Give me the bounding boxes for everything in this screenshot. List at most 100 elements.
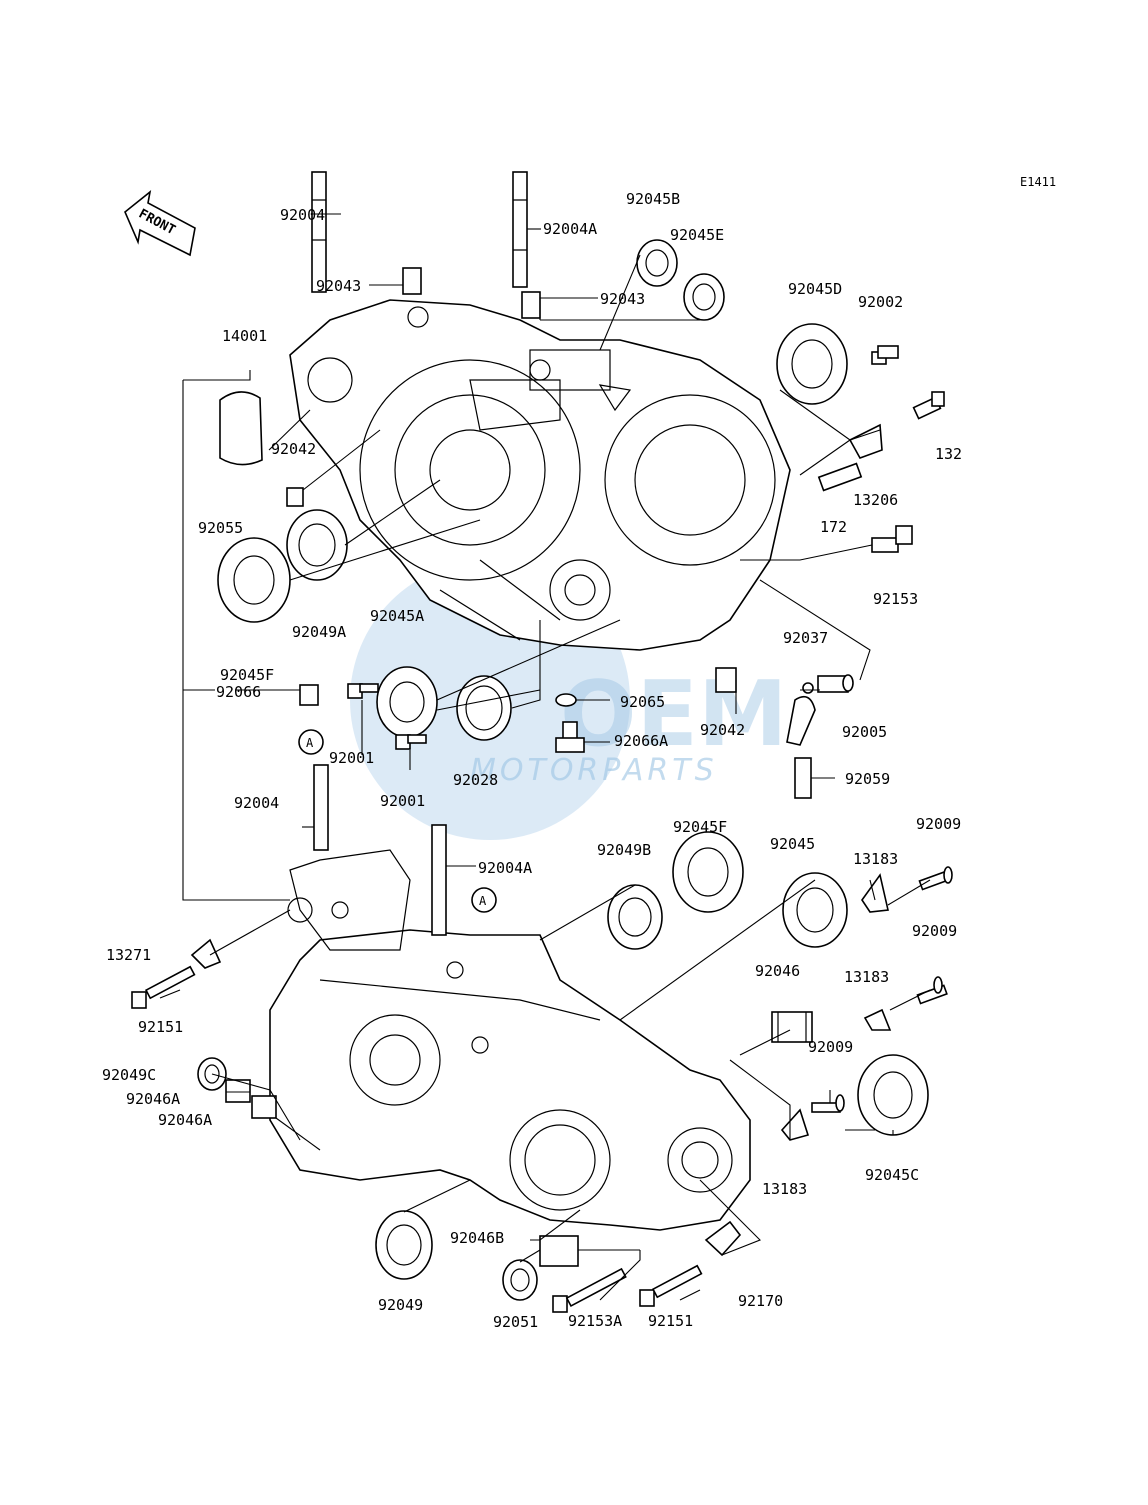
bearing-92045 (782, 872, 848, 948)
svg-text:A: A (479, 894, 487, 908)
part-number-label: 13183 (853, 850, 898, 868)
bearing-92045e (683, 273, 725, 321)
part-number-label: 92049B (597, 841, 651, 859)
fitting-92005 (817, 674, 854, 693)
part-number-label: 92001 (380, 792, 425, 810)
needle-bearing-92046b (539, 1235, 579, 1267)
part-number-label: 92045B (626, 190, 680, 208)
watermark-brand-bottom: MOTORPARTS (470, 753, 718, 788)
stud-172 (817, 462, 863, 492)
part-number-label: 92055 (198, 519, 243, 537)
part-number-label: 13183 (844, 968, 889, 986)
svg-text:A: A (306, 736, 314, 750)
part-number-label: 92042 (700, 721, 745, 739)
part-number-label: 92009 (912, 922, 957, 940)
bolt-132 (912, 391, 945, 420)
part-number-label: 92046 (755, 962, 800, 980)
part-number-label: 92042 (271, 440, 316, 458)
part-number-label: 14001 (222, 327, 267, 345)
hose-92059-upper (786, 695, 816, 746)
bearing-92045a (376, 666, 438, 738)
bolt-92001-upper (347, 683, 379, 699)
diagram-code: E1411 (1020, 175, 1056, 189)
dowel-92066 (299, 684, 319, 706)
plate-13183-mid (863, 1008, 892, 1031)
dowel-92043-left (402, 267, 422, 295)
stud-92004a-lower (431, 824, 447, 936)
part-number-label: 132 (935, 445, 962, 463)
gasket-92055 (219, 391, 263, 466)
plate-13183-top (861, 873, 889, 913)
part-number-label: 92009 (808, 1038, 853, 1056)
part-number-label: 92051 (493, 1313, 538, 1331)
part-number-label: 92001 (329, 749, 374, 767)
part-number-label: 92004 (234, 794, 279, 812)
reference-marker-upper: A (298, 729, 324, 755)
bolt-92151-right (639, 1264, 703, 1307)
part-labels: 92004 92004A 92045B 92045E 92043 92043 92045D 9… (102, 190, 962, 1331)
part-number-label: 92170 (738, 1292, 783, 1310)
part-number-label: 92004A (478, 859, 532, 877)
part-number-label: 92046B (450, 1229, 504, 1247)
clip-92037 (802, 682, 814, 694)
screw-92009-top (918, 866, 953, 891)
upper-crankcase (289, 299, 791, 651)
hose-92059 (794, 757, 812, 799)
bolt-92002 (871, 345, 899, 365)
part-number-label: 92059 (845, 770, 890, 788)
lower-crankcase (269, 849, 751, 1231)
part-number-label: 92009 (916, 815, 961, 833)
part-number-label: 92045F (673, 818, 727, 836)
part-number-label: 92049C (102, 1066, 156, 1084)
stud-92004-lower (313, 764, 329, 851)
reference-marker-lower: A (471, 887, 497, 913)
part-number-label: 92046A (126, 1090, 180, 1108)
part-number-label: 92045E (670, 226, 724, 244)
washer-92065 (555, 693, 577, 707)
needle-bearing-92046 (771, 1011, 813, 1043)
dowel-92043-right (521, 291, 541, 319)
part-number-label: 13271 (106, 946, 151, 964)
seal-92049b (607, 884, 663, 950)
part-number-label: 92045 (770, 835, 815, 853)
bracket-13206 (848, 423, 883, 459)
part-number-label: 92153A (568, 1312, 622, 1330)
bearing-92045f-upper (217, 537, 291, 623)
bolt-92153a (552, 1267, 627, 1313)
part-number-label: 92028 (453, 771, 498, 789)
bolt-92001-lower (395, 734, 427, 750)
front-arrow-icon: FRONT (124, 190, 196, 257)
part-number-label: 13206 (853, 491, 898, 509)
part-number-label: 92151 (138, 1018, 183, 1036)
screw-92009-low (811, 1094, 845, 1113)
part-number-label: 92066 (216, 683, 261, 701)
screw-92009-mid (916, 976, 948, 1005)
part-number-label: 92046A (158, 1111, 212, 1129)
bearing-92045f-lower (672, 831, 744, 913)
part-number-label: 92066A (614, 732, 668, 750)
part-number-label: 172 (820, 518, 847, 536)
part-number-label: 92005 (842, 723, 887, 741)
part-number-label: 92049 (378, 1296, 423, 1314)
bearing-92045b (636, 239, 678, 287)
part-number-label: 92045D (788, 280, 842, 298)
part-number-label: 92045A (370, 607, 424, 625)
seal-92049 (375, 1210, 433, 1280)
part-number-label: 92045F (220, 666, 274, 684)
bolt-92153-upper (871, 525, 913, 553)
part-number-label: 92153 (873, 590, 918, 608)
seal-92049a (286, 509, 348, 581)
bracket-13271 (190, 938, 222, 969)
plate-13183-low (780, 1108, 810, 1141)
seal-92051 (502, 1259, 538, 1301)
part-number-label: 92043 (600, 290, 645, 308)
part-number-label: 92004A (543, 220, 597, 238)
bolt-92151-left (131, 965, 196, 1009)
part-number-label: 92043 (316, 277, 361, 295)
watermark-brand-top: OEM (560, 662, 788, 767)
bearing-92045d (776, 323, 848, 405)
stud-92004a-upper (512, 171, 528, 288)
part-number-label: 92045C (865, 1166, 919, 1184)
